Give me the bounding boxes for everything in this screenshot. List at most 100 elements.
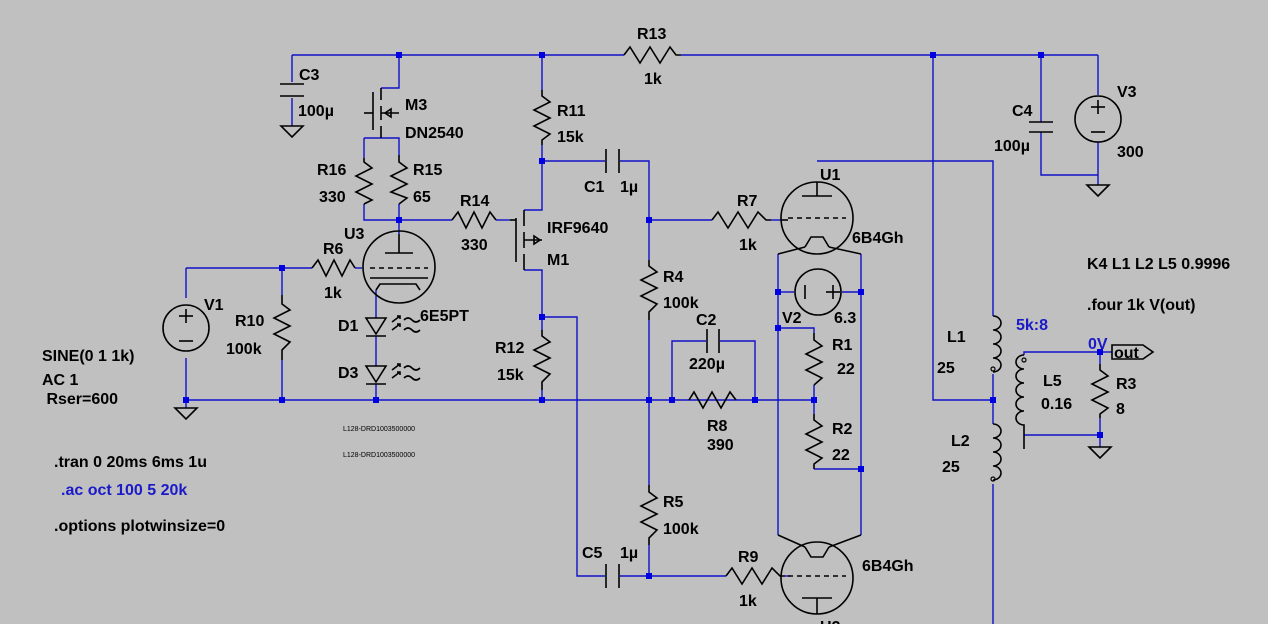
u3-name: U3: [344, 226, 365, 243]
r13-symbol[interactable]: [623, 45, 681, 65]
v1-value-line3: Rser=600: [42, 391, 118, 408]
c1-name: C1: [584, 179, 605, 196]
l2-name: L2: [951, 433, 970, 450]
r12-value: 15k: [497, 367, 524, 384]
r5-name: R5: [663, 494, 684, 511]
r8-symbol[interactable]: [688, 390, 737, 410]
r7-name: R7: [737, 193, 758, 210]
v1-value-line1: SINE(0 1 1k): [42, 348, 134, 365]
l1-ratio-annotation: 5k:8: [1016, 317, 1048, 334]
wires: [185, 54, 1112, 624]
u1-value: 6B4Gh: [852, 230, 904, 247]
r9-symbol[interactable]: [725, 566, 785, 586]
labels: R13 1k C3 100µ M3 DN2540 R11 15k R16 330…: [42, 26, 1230, 624]
l5-name: L5: [1043, 373, 1062, 390]
r11-symbol[interactable]: [532, 90, 552, 145]
c4-symbol[interactable]: [1029, 121, 1053, 133]
d1-led-symbol[interactable]: [364, 315, 421, 337]
l5-value: 0.16: [1041, 396, 1072, 413]
r16-value: 330: [319, 189, 346, 206]
r5-value: 100k: [663, 521, 699, 538]
r13-value: 1k: [644, 71, 662, 88]
d1-name: D1: [338, 318, 359, 335]
r7-symbol[interactable]: [711, 210, 771, 230]
r12-name: R12: [495, 340, 524, 357]
c2-symbol[interactable]: [706, 329, 720, 353]
c4-value: 100µ: [994, 138, 1030, 155]
r9-value: 1k: [739, 593, 757, 610]
u2-name: U2: [820, 619, 841, 624]
r6-symbol[interactable]: [311, 258, 356, 278]
m3-name: M3: [405, 97, 427, 114]
r10-value: 100k: [226, 341, 262, 358]
r14-name: R14: [460, 193, 489, 210]
r3-symbol[interactable]: [1090, 364, 1110, 418]
d3-led-symbol[interactable]: [364, 363, 421, 385]
u1-tube-symbol[interactable]: [777, 181, 862, 255]
c5-value: 1µ: [620, 545, 638, 562]
r15-name: R15: [413, 162, 442, 179]
r6-value: 1k: [324, 285, 342, 302]
v2-name: V2: [782, 310, 802, 327]
u3-tube-symbol[interactable]: [362, 230, 436, 304]
d3-name: D3: [338, 365, 359, 382]
u2-tube-symbol[interactable]: [777, 534, 862, 615]
u1-name: U1: [820, 167, 841, 184]
v3-source-symbol[interactable]: [1074, 95, 1122, 143]
r1-symbol[interactable]: [804, 333, 824, 386]
ground-v3-icon: [1085, 184, 1111, 198]
junction-dots: [183, 52, 1103, 579]
v2-heater-source-symbol[interactable]: [794, 268, 842, 316]
ground-r3-icon: [1087, 446, 1113, 460]
l5-inductor-symbol[interactable]: [1015, 354, 1027, 449]
c5-name: C5: [582, 545, 603, 562]
r16-symbol[interactable]: [354, 158, 374, 205]
r3-name: R3: [1116, 376, 1137, 393]
m3-mosfet-symbol[interactable]: [364, 88, 399, 138]
v3-value: 300: [1117, 144, 1144, 161]
r15-symbol[interactable]: [389, 155, 409, 205]
l2-inductor-symbol[interactable]: [990, 423, 1002, 482]
r9-name: R9: [738, 549, 759, 566]
r13-name: R13: [637, 26, 666, 43]
l1-inductor-symbol[interactable]: [990, 315, 1002, 373]
small-text-2: L128-DRD1003500000: [343, 452, 415, 459]
r7-value: 1k: [739, 237, 757, 254]
m3-value: DN2540: [405, 125, 464, 142]
u3-value: 6E5PT: [420, 308, 469, 325]
r16-name: R16: [317, 162, 346, 179]
m1-mosfet-symbol[interactable]: [510, 210, 542, 270]
r11-name: R11: [557, 103, 586, 120]
options-directive: .options plotwinsize=0: [54, 518, 225, 535]
ground-v1-icon: [173, 407, 199, 421]
r2-symbol[interactable]: [804, 414, 824, 469]
r14-symbol[interactable]: [451, 210, 497, 230]
l2-value: 25: [942, 459, 960, 476]
c3-symbol[interactable]: [280, 83, 304, 97]
r6-name: R6: [323, 241, 344, 258]
c5-symbol[interactable]: [605, 564, 620, 588]
c1-symbol[interactable]: [605, 149, 620, 173]
v1-value-line2: AC 1: [42, 372, 79, 389]
r14-value: 330: [461, 237, 488, 254]
coupling-directive: K4 L1 L2 L5 0.9996: [1087, 256, 1230, 273]
r2-name: R2: [832, 421, 853, 438]
c2-name: C2: [696, 312, 717, 329]
r10-symbol[interactable]: [272, 295, 292, 360]
out-net-flag[interactable]: [1111, 344, 1155, 360]
c1-value: 1µ: [620, 179, 638, 196]
r4-name: R4: [663, 269, 684, 286]
c3-name: C3: [299, 67, 320, 84]
r4-symbol[interactable]: [639, 260, 659, 320]
ground-c3-icon: [279, 125, 305, 139]
v2-value: 6.3: [834, 310, 856, 327]
c3-value: 100µ: [298, 103, 334, 120]
r5-symbol[interactable]: [639, 485, 659, 545]
v3-name: V3: [1117, 84, 1137, 101]
v1-source-symbol[interactable]: [162, 304, 210, 352]
tran-directive: .tran 0 20ms 6ms 1u: [54, 454, 207, 471]
r12-symbol[interactable]: [532, 330, 552, 390]
r8-name: R8: [707, 418, 728, 435]
r15-value: 65: [413, 189, 431, 206]
